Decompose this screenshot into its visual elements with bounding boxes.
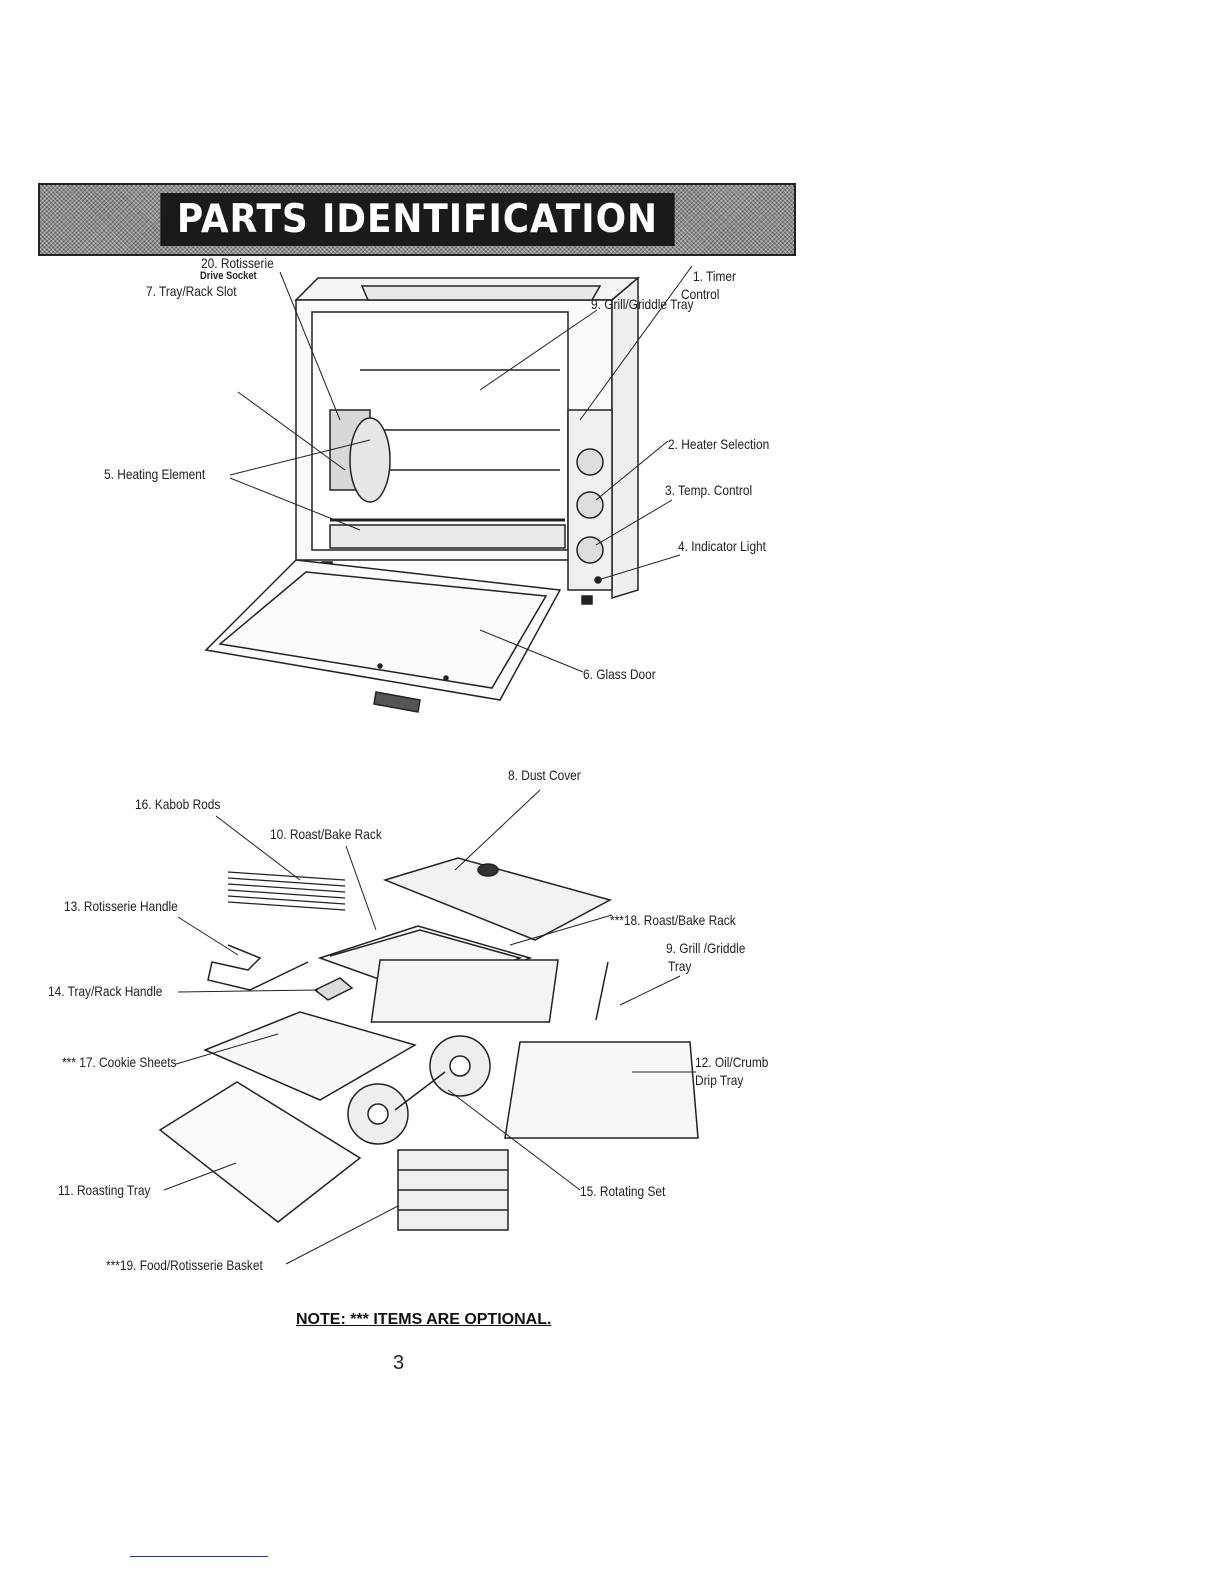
label-temp-control: 3. Temp. Control bbox=[665, 482, 753, 498]
footer-link-underline bbox=[130, 1556, 268, 1557]
label-oil-crumb: 12. Oil/Crumb bbox=[695, 1054, 769, 1070]
label-rotating-set: 15. Rotating Set bbox=[580, 1183, 666, 1199]
label-food-rotisserie-basket: ***19. Food/Rotisserie Basket bbox=[106, 1257, 263, 1273]
label-roast-bake-rack-optional: ***18. Roast/Bake Rack bbox=[610, 912, 736, 928]
oven-drawing bbox=[204, 276, 641, 713]
accessory-leader-lines bbox=[163, 789, 696, 1265]
label-heating-element: 5. Heating Element bbox=[104, 466, 206, 482]
label-grill-griddle: 9. Grill /Griddle bbox=[666, 940, 746, 956]
label-rotisserie-drive: 20. Rotisserie bbox=[201, 255, 274, 271]
label-indicator-light: 4. Indicator Light bbox=[678, 538, 766, 554]
label-rotisserie-drive-socket: Drive Socket bbox=[200, 270, 257, 282]
label-kabob-rods: 16. Kabob Rods bbox=[135, 796, 221, 812]
oven-leader-lines bbox=[229, 265, 693, 673]
accessories-drawing bbox=[158, 857, 699, 1231]
label-tray-rack-handle: 14. Tray/Rack Handle bbox=[48, 983, 163, 999]
section-banner: PARTS IDENTIFICATION bbox=[38, 183, 796, 256]
optional-items-note: NOTE: *** ITEMS ARE OPTIONAL. bbox=[296, 1311, 552, 1328]
label-tray-rack-slot: 7. Tray/Rack Slot bbox=[146, 283, 237, 299]
label-timer-control: Control bbox=[681, 286, 720, 302]
label-drip-tray: Drip Tray bbox=[695, 1072, 744, 1088]
page-number: 3 bbox=[393, 1352, 405, 1374]
section-title: PARTS IDENTIFICATION bbox=[159, 193, 675, 246]
label-grill-griddle-tray: 9. Grill/Griddle Tray bbox=[591, 296, 694, 312]
label-cookie-sheets: *** 17. Cookie Sheets bbox=[62, 1054, 177, 1070]
label-dust-cover: 8. Dust Cover bbox=[508, 767, 581, 783]
label-glass-door: 6. Glass Door bbox=[583, 666, 656, 682]
label-grill-griddle-tray-2: Tray bbox=[668, 958, 692, 974]
label-roasting-tray: 11. Roasting Tray bbox=[58, 1182, 151, 1198]
label-timer: 1. Timer bbox=[693, 268, 736, 284]
label-rotisserie-handle: 13. Rotisserie Handle bbox=[64, 898, 178, 914]
label-heater-selection: 2. Heater Selection bbox=[668, 436, 770, 452]
label-roast-bake-rack: 10. Roast/Bake Rack bbox=[270, 826, 382, 842]
